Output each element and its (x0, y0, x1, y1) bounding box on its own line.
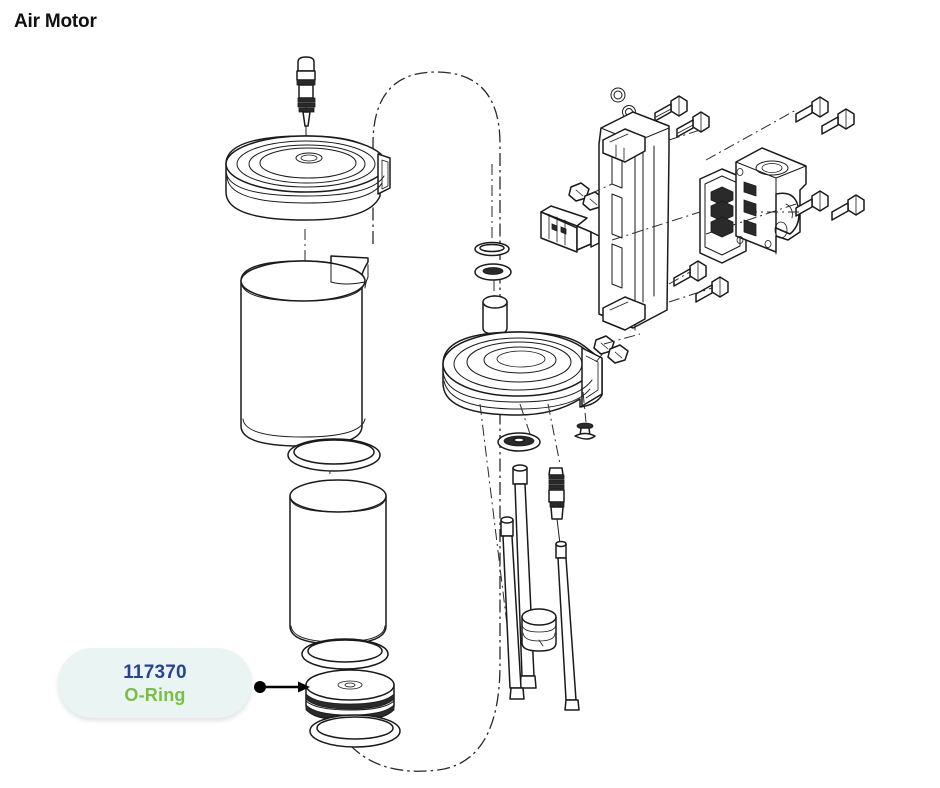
page-title: Air Motor (14, 11, 97, 32)
callout-part-name: O-Ring (124, 684, 186, 705)
center-small-parts-column (474, 164, 512, 363)
part-oring-middle (301, 638, 389, 670)
exploded-parts-diagram: .ln { fill:none; stroke:#1a1a1a; stroke-… (0, 44, 940, 788)
air-valve-body-assembly (540, 87, 865, 364)
part-oring-upper (287, 438, 381, 472)
part-top-fitting (296, 56, 316, 145)
part-lower-cylinder-sleeve (289, 479, 387, 645)
part-upper-cylinder-sleeve (240, 255, 369, 447)
part-coupling-block (521, 608, 557, 652)
part-hex-bolts-lower (673, 260, 729, 303)
part-tie-rod-b (500, 516, 525, 700)
part-motor-cap (225, 135, 391, 221)
part-hex-bolts-upper (654, 95, 710, 138)
callout-part-number: 117370 (123, 661, 187, 683)
part-tie-rod-c (555, 540, 580, 711)
diagram-svg: .ln { fill:none; stroke:#1a1a1a; stroke-… (225, 56, 865, 772)
part-air-valve-body (598, 111, 670, 331)
part-spacer-bushing (482, 295, 508, 335)
part-valve-housing (735, 147, 807, 255)
part-valve-gasket (699, 168, 747, 264)
part-callout-pill[interactable]: 117370 O-Ring (58, 648, 252, 718)
part-seal-washer (474, 263, 512, 281)
part-valve-rod (548, 467, 565, 545)
part-oring-center-upper (474, 241, 510, 257)
part-hex-bolts-right (795, 96, 865, 221)
air-motor-cylinder-stack (225, 56, 401, 748)
part-motor-base-housing (442, 331, 603, 416)
part-valve-bushing (540, 205, 613, 253)
part-piston-assembly (305, 669, 395, 721)
assembly-reference-lines (595, 351, 605, 363)
base-lower-parts (479, 391, 596, 711)
part-stud-washer (574, 422, 596, 440)
part-oring-117370-target (309, 714, 401, 748)
part-gasket-washer (497, 432, 541, 452)
